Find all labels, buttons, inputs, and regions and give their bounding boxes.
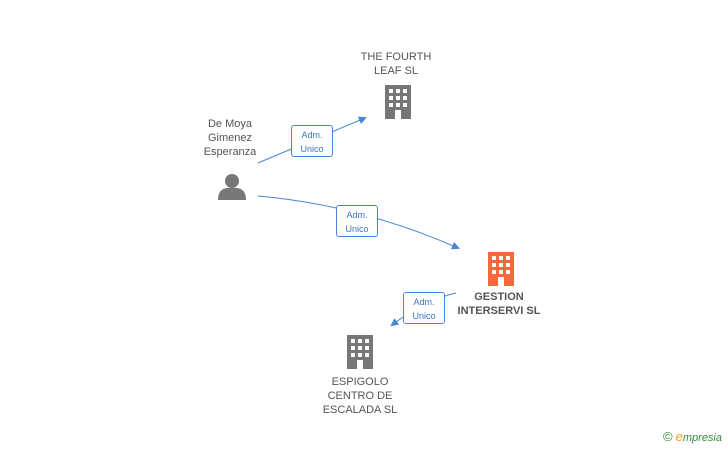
building-icon[interactable]	[345, 335, 375, 369]
brand-initial: e	[675, 429, 683, 444]
edge-label-adm-unico: Adm. Unico	[291, 125, 333, 157]
copyright-symbol: ©	[663, 429, 673, 444]
person-icon[interactable]	[217, 172, 247, 202]
brand-logo: ©empresia	[663, 429, 722, 444]
brand-name: mpresia	[682, 432, 722, 444]
edge-label-adm-unico: Adm. Unico	[336, 205, 378, 237]
espigolo-label[interactable]: ESPIGOLO CENTRO DE ESCALADA SL	[322, 376, 398, 416]
fourth-leaf-label[interactable]: THE FOURTH LEAF SL	[360, 51, 432, 77]
edge-label-adm-unico: Adm. Unico	[403, 292, 445, 324]
person-name-label[interactable]: De Moya Gimenez Esperanza	[203, 118, 257, 158]
building-icon[interactable]	[383, 85, 413, 119]
building-icon[interactable]	[486, 252, 516, 286]
gestion-label[interactable]: GESTION INTERSERVI SL	[457, 291, 541, 317]
